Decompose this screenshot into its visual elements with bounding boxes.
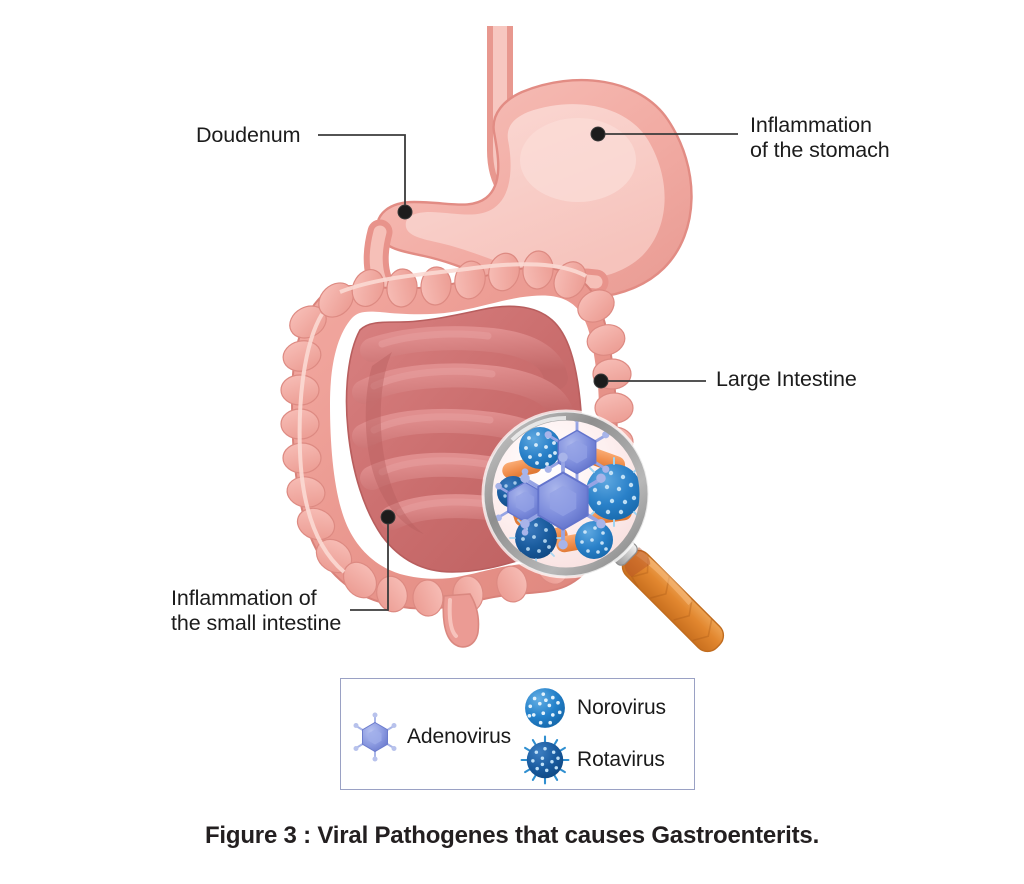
magnifier-contents	[495, 416, 644, 565]
leader-duodenum	[318, 134, 413, 220]
adenovirus-icon	[349, 711, 401, 763]
legend-item-rotavirus: Rotavirus	[519, 734, 665, 786]
rotavirus-icon	[519, 734, 571, 786]
magnifier-group	[481, 409, 725, 653]
callout-label-duodenum: Doudenum	[196, 123, 301, 147]
callout-label-large-intestine: Large Intestine	[716, 367, 857, 391]
adenovirus-icon-group	[495, 416, 610, 550]
legend-item-adenovirus: Adenovirus	[349, 711, 511, 763]
callout-label-stomach: Inflammation of the stomach	[750, 113, 890, 162]
virus-legend: Adenovirus	[340, 678, 695, 790]
callout-leaders	[318, 126, 738, 611]
legend-item-norovirus: Norovirus	[519, 682, 666, 734]
norovirus-icon	[519, 682, 571, 734]
leader-small-intestine	[350, 509, 396, 611]
small-intestine-loop-highlights	[370, 330, 496, 516]
figure-caption: Figure 3 : Viral Pathogenes that causes …	[204, 822, 820, 849]
legend-label-adenovirus: Adenovirus	[407, 725, 512, 748]
legend-label-rotavirus: Rotavirus	[577, 748, 665, 771]
callout-label-small-intestine: Inflammation of the small intestine	[171, 586, 342, 635]
legend-label-norovirus: Norovirus	[577, 696, 666, 719]
leader-large-intestine	[593, 373, 706, 389]
leader-stomach	[590, 126, 738, 142]
rectum-part	[442, 593, 480, 648]
